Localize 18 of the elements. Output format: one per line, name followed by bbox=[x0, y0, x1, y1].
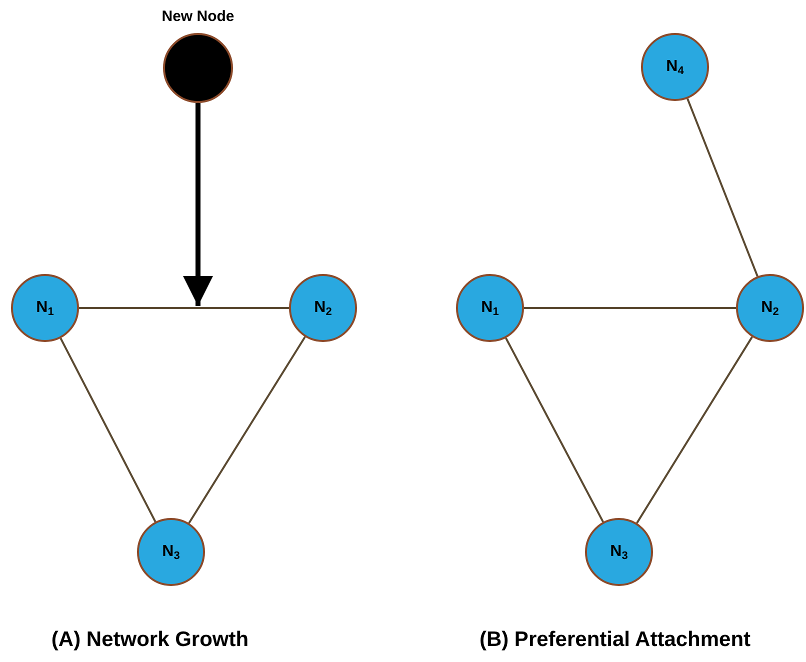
node-label: N$_{1}$ bbox=[36, 298, 54, 320]
connector-line bbox=[79, 307, 289, 309]
panel-caption: (B) Preferential Attachment bbox=[479, 627, 751, 653]
connector-line bbox=[686, 98, 758, 277]
node-label: N$_{1}$ bbox=[481, 298, 499, 320]
arrow bbox=[183, 103, 213, 306]
connector-line bbox=[188, 336, 306, 524]
connector-line bbox=[60, 338, 156, 522]
node-label: N$_{4}$ bbox=[666, 57, 684, 79]
panel-caption: (A) Network Growth bbox=[51, 627, 249, 653]
node-label: N$_{2}$ bbox=[761, 298, 779, 320]
connector-line bbox=[636, 336, 753, 524]
node-label: N$_{3}$ bbox=[162, 542, 180, 564]
node-label: New Node bbox=[162, 7, 234, 27]
node-label: N$_{2}$ bbox=[314, 298, 332, 320]
connector-line bbox=[524, 307, 736, 309]
node-label: N$_{3}$ bbox=[610, 542, 628, 564]
connector-line bbox=[505, 338, 604, 522]
